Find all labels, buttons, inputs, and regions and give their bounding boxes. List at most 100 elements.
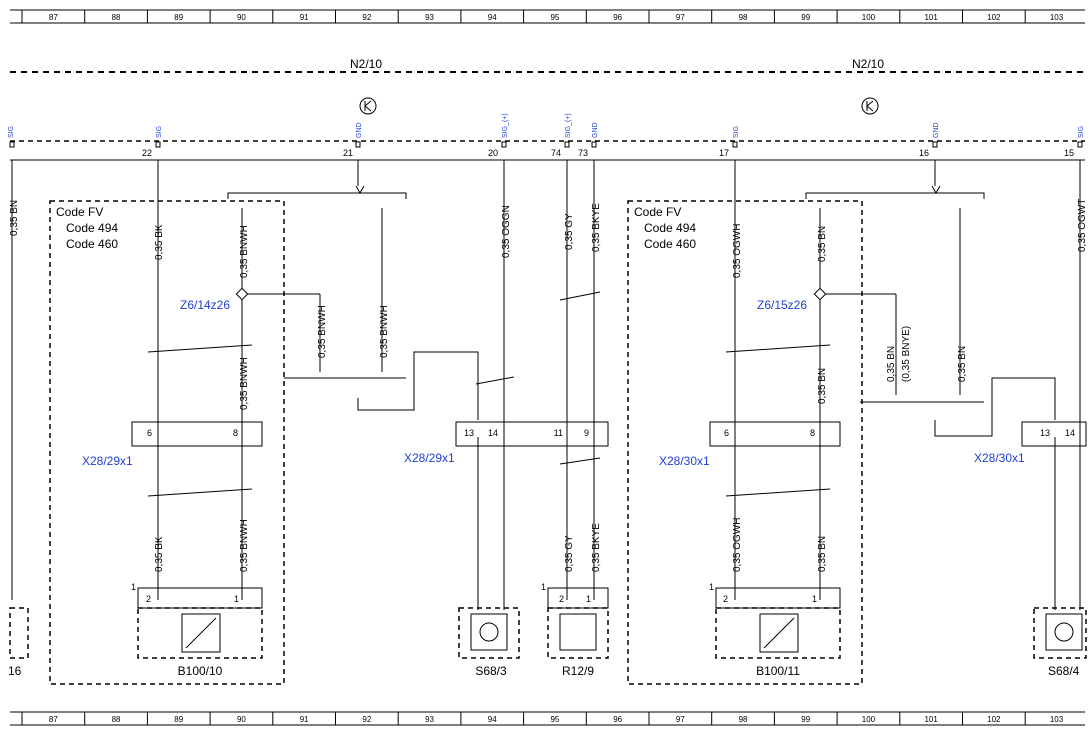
comp-pin: 1 <box>131 582 136 592</box>
ruler-label: 94 <box>488 715 497 724</box>
component-label: 16 <box>8 664 22 678</box>
wire-label: 0,35 BNWH <box>239 357 250 410</box>
wire-label: 0,35 BNWH <box>239 225 250 278</box>
ruler-label: 92 <box>362 715 371 724</box>
pin-number: 22 <box>142 148 152 158</box>
wire-label: 0,35 BK <box>154 536 165 572</box>
pin-signal-label: GND <box>356 122 363 138</box>
conn-pin: 8 <box>810 428 815 438</box>
code-title: Code FV <box>634 205 681 219</box>
conn-pin: 13 <box>464 428 474 438</box>
pin-number: 15 <box>1064 148 1074 158</box>
ruler-label: 97 <box>676 715 685 724</box>
code-box-left <box>49 200 285 685</box>
pin-number: 17 <box>719 148 729 158</box>
component-edge <box>9 607 29 659</box>
wire-label: 0,35 OGWH <box>732 224 743 278</box>
comp-pin: 1 <box>541 582 546 592</box>
ruler-label: 102 <box>987 715 1001 724</box>
wire-label: 0,35 OGWH <box>732 518 743 572</box>
pin-number: 74 <box>551 148 561 158</box>
comp-pin: 1 <box>812 594 817 604</box>
component-label: R12/9 <box>562 664 594 678</box>
ruler-label: 101 <box>924 715 938 724</box>
ruler-label: 90 <box>237 715 246 724</box>
wire-label: 0,35 BN <box>957 346 968 382</box>
pin-signal-label: SIG <box>156 126 163 138</box>
ruler-label: 96 <box>613 715 622 724</box>
shield-brace <box>227 185 985 199</box>
ruler-label: 89 <box>174 715 183 724</box>
wire-group-right <box>725 160 1081 610</box>
connector-label: X28/30x1 <box>974 451 1025 465</box>
component-label: S68/4 <box>1048 664 1080 678</box>
code-line: Code 460 <box>644 237 696 251</box>
pin-number: 20 <box>488 148 498 158</box>
component-s68-3 <box>458 607 520 659</box>
ruler-label: 89 <box>174 13 183 22</box>
pin-signal-label: SIG_(+) <box>502 113 509 138</box>
comp-pin: 1 <box>709 582 714 592</box>
conn-pin: 14 <box>1065 428 1075 438</box>
ruler-label: 87 <box>49 715 58 724</box>
component-label: B100/10 <box>178 664 223 678</box>
ruler-label: 93 <box>425 715 434 724</box>
ruler-label: 100 <box>862 13 876 22</box>
ruler-label: 88 <box>112 13 121 22</box>
splice-node <box>235 287 249 301</box>
ruler-label: 97 <box>676 13 685 22</box>
connector-label: X28/29x1 <box>82 454 133 468</box>
ruler-label: 95 <box>550 13 559 22</box>
comp-pin: 1 <box>586 594 591 604</box>
ruler-label: 92 <box>362 13 371 22</box>
ruler-label: 95 <box>550 715 559 724</box>
splice-label: Z6/14z26 <box>180 298 230 312</box>
wire-label: 0,35 GY <box>564 535 575 572</box>
ruler-label: 90 <box>237 13 246 22</box>
connector-label: X28/30x1 <box>659 454 710 468</box>
ruler-label: 94 <box>488 13 497 22</box>
comp-pin: 2 <box>559 594 564 604</box>
wire-label: 0,35 BKYE <box>591 203 602 252</box>
wire-label: 0,35 OGGN <box>501 205 512 258</box>
ruler-label: 98 <box>739 715 748 724</box>
wire-label: 0,35 OGWT <box>1077 199 1088 252</box>
ruler-label: 101 <box>924 13 938 22</box>
wire-label: 0,35 GY <box>564 213 575 250</box>
wire-label: 0,35 BNWH <box>379 305 390 358</box>
code-line: Code 460 <box>66 237 118 251</box>
conn-pin: 9 <box>584 428 589 438</box>
conn-pin: 13 <box>1040 428 1050 438</box>
module-label-left: N2/10 <box>350 57 382 71</box>
conn-pin: 11 <box>554 428 563 438</box>
component-label: B100/11 <box>756 664 800 678</box>
code-box-right <box>627 200 863 685</box>
ruler-label: 91 <box>300 13 309 22</box>
transistor-icon <box>861 97 879 115</box>
wire-label: 0,35 BN <box>817 368 828 404</box>
splice-node <box>813 287 827 301</box>
comp-pin: 2 <box>723 594 728 604</box>
bottom-ruler <box>10 711 1085 726</box>
component-label: S68/3 <box>475 664 507 678</box>
pin-signal-label: GND <box>933 122 940 138</box>
pin-signal-label: GND <box>592 122 599 138</box>
rail-pins <box>9 141 1083 148</box>
top-ruler <box>10 9 1085 24</box>
code-line: Code 494 <box>644 221 696 235</box>
code-line: Code 494 <box>66 221 118 235</box>
conn-pin: 8 <box>233 428 238 438</box>
pin-number: 73 <box>578 148 588 158</box>
component-r12-9 <box>547 587 609 659</box>
module-label-right: N2/10 <box>852 57 884 71</box>
wire-group-left <box>11 160 601 610</box>
wire-label: 0,35 BK <box>154 224 165 260</box>
pin-number: 16 <box>919 148 929 158</box>
ruler-label: 103 <box>1050 715 1064 724</box>
pin-signal-label: SIG <box>733 126 740 138</box>
wire-label: 0,35 BNWH <box>239 519 250 572</box>
pin-signal-label: SIG_(+) <box>565 113 572 138</box>
wire-label: 0,35 BKYE <box>591 523 602 572</box>
